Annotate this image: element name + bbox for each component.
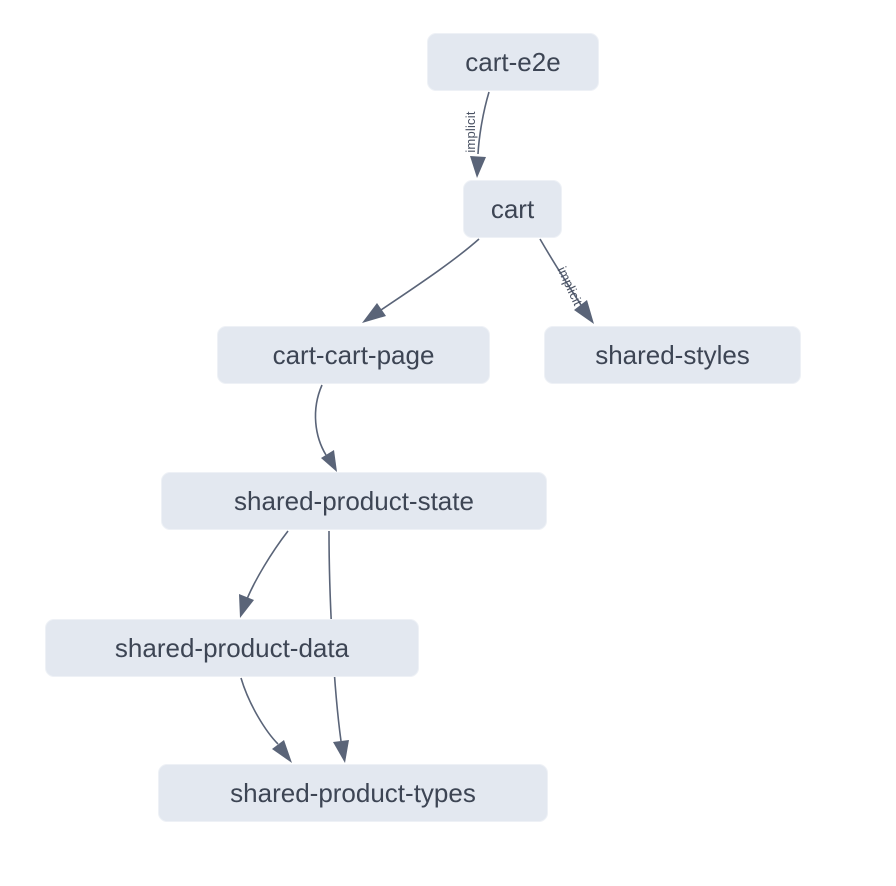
- node-label: cart-e2e: [465, 46, 561, 77]
- graph-node-shared-product-types[interactable]: shared-product-types: [158, 764, 548, 822]
- graph-node-shared-product-state[interactable]: shared-product-state: [161, 472, 547, 530]
- edge-path: [240, 677, 279, 745]
- arrow-head: [239, 594, 254, 618]
- edge-shared-product-state-to-shared-product-data: [239, 530, 289, 618]
- arrow-head: [321, 450, 337, 472]
- edge-path: [539, 238, 582, 306]
- arrow-head: [333, 740, 349, 763]
- edge-cart-to-shared-styles: implicit: [539, 238, 594, 324]
- arrow-head: [574, 300, 594, 324]
- edge-path: [380, 238, 480, 311]
- graph-node-shared-product-data[interactable]: shared-product-data: [45, 619, 419, 677]
- edge-path: [477, 91, 490, 155]
- node-label: shared-styles: [595, 339, 750, 370]
- edge-path: [314, 384, 327, 456]
- node-label: shared-product-data: [114, 632, 350, 663]
- graph-node-cart[interactable]: cart: [463, 180, 562, 238]
- arrow-head: [362, 303, 386, 323]
- edge-label-implicit-2: implicit: [555, 264, 586, 308]
- node-label: shared-product-state: [234, 485, 474, 516]
- edge-cart-to-cart-cart-page: [362, 238, 480, 323]
- node-label: cart: [490, 193, 535, 224]
- edge-label-implicit-1: implicit: [463, 111, 478, 153]
- graph-node-cart-e2e[interactable]: cart-e2e: [427, 33, 599, 91]
- edge-cart-cart-page-to-shared-product-state: [314, 384, 337, 472]
- edge-path: [246, 530, 289, 600]
- graph-node-cart-cart-page[interactable]: cart-cart-page: [217, 326, 490, 384]
- edge-shared-product-data-to-shared-product-types: [240, 677, 292, 763]
- node-label: cart-cart-page: [272, 339, 435, 370]
- graph-node-shared-styles[interactable]: shared-styles: [544, 326, 801, 384]
- edge-cart-e2e-to-cart: implicit: [463, 91, 490, 178]
- arrow-head: [470, 156, 486, 178]
- node-label: shared-product-types: [230, 777, 476, 808]
- arrow-head: [272, 740, 292, 763]
